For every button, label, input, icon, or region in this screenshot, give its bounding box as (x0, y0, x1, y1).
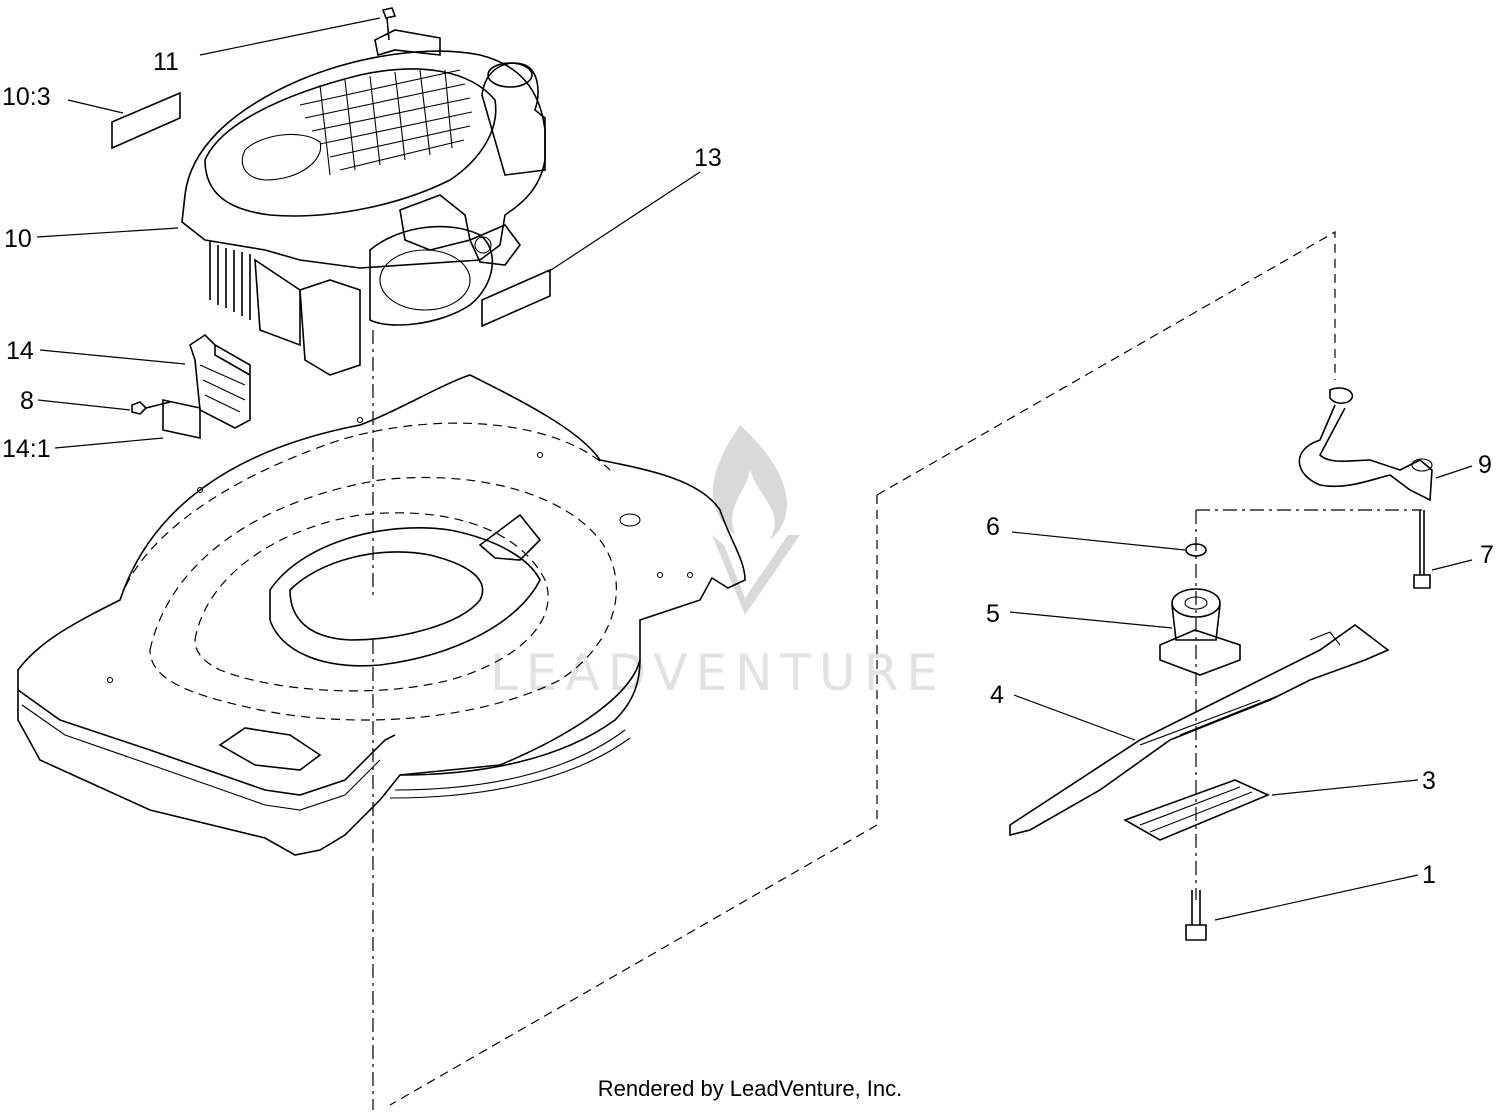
callout-14: 14 (6, 337, 34, 365)
callout-10-3: 10:3 (2, 83, 51, 111)
blade-assembly-boundary (389, 230, 1336, 1106)
callout-14-1: 14:1 (2, 435, 51, 463)
bolt-8 (131, 401, 171, 415)
bolt-1 (1185, 890, 1207, 941)
mower-deck (17, 374, 746, 856)
blade-hub-5 (1159, 588, 1241, 676)
blade-adapter-9 (1298, 387, 1433, 502)
decal-10-3 (111, 91, 181, 150)
callout-8: 8 (20, 387, 34, 415)
blade-4 (1009, 624, 1390, 837)
callout-1: 1 (1422, 861, 1436, 889)
decal-13 (481, 268, 551, 328)
engine (181, 29, 546, 376)
bolt-7 (1413, 510, 1431, 589)
callout-5: 5 (986, 600, 1000, 628)
callout-10: 10 (4, 225, 32, 253)
callout-3: 3 (1422, 767, 1436, 795)
leader-lines (36, 17, 1473, 921)
baffle-3 (1123, 779, 1271, 841)
callout-9: 9 (1478, 451, 1492, 479)
watermark-text: LEADVENTURE (490, 644, 946, 702)
callout-6: 6 (986, 513, 1000, 541)
leadventure-watermark-logo: LEADVENTURE (490, 425, 946, 702)
callout-13: 13 (694, 144, 722, 172)
bracket-14 (189, 333, 251, 429)
bolt-11 (381, 7, 397, 41)
decal-14-1 (162, 399, 201, 439)
footer-credit: Rendered by LeadVenture, Inc. (597, 1076, 903, 1101)
callout-7: 7 (1480, 541, 1494, 569)
callout-11: 11 (153, 48, 179, 76)
callout-4: 4 (990, 681, 1004, 709)
blade-centerline (1195, 509, 1422, 900)
